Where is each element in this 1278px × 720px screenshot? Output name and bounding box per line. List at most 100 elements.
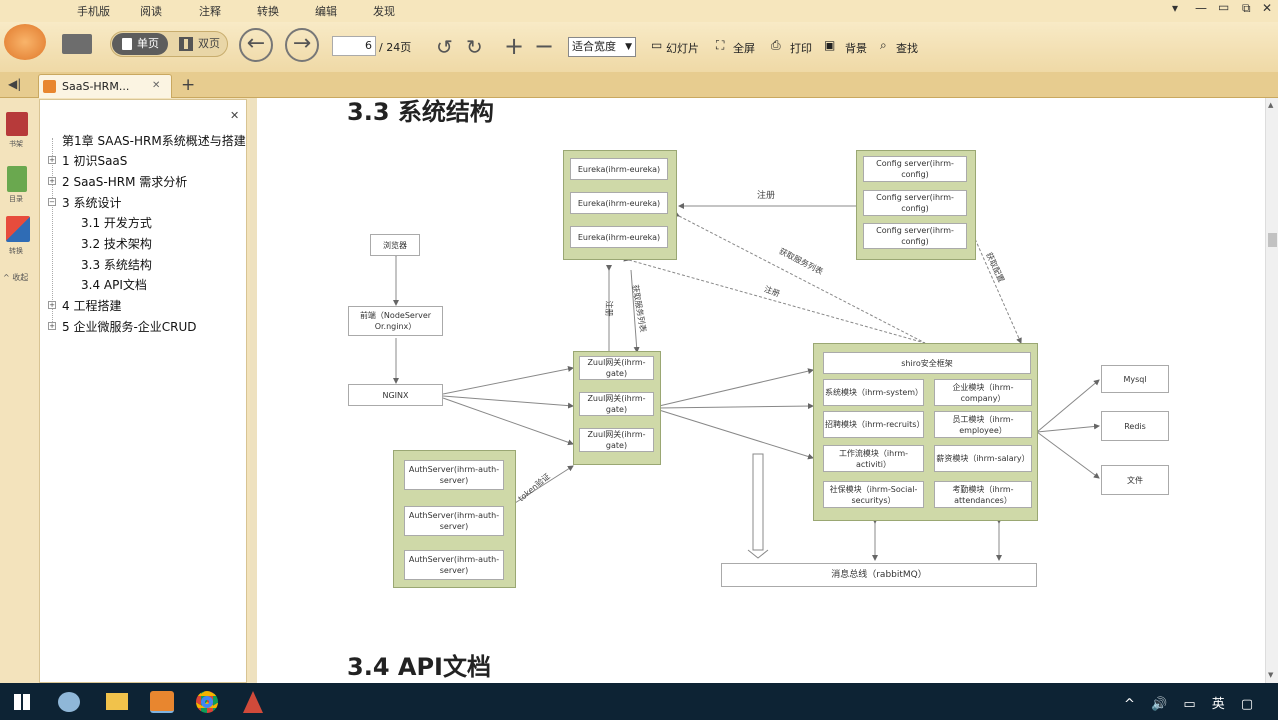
zuul-node: Zuul网关(ihrm-gate)	[579, 356, 654, 380]
open-folder-icon[interactable]	[62, 34, 92, 54]
single-page-button[interactable]: 单页	[112, 33, 168, 55]
fullscreen-icon[interactable]: ⛶	[716, 38, 725, 52]
tab-close-icon[interactable]: ✕	[152, 80, 161, 91]
toc-icon[interactable]	[7, 166, 27, 192]
background-button[interactable]: 背景	[845, 42, 867, 55]
app-logo-icon[interactable]	[4, 24, 46, 60]
windows-start-icon[interactable]	[14, 694, 30, 710]
toc-item-3-4[interactable]: 3.4 API文档	[81, 278, 147, 292]
toc-toggle-2[interactable]: +	[48, 177, 56, 185]
search-icon[interactable]: ⌕	[880, 38, 887, 52]
print-button[interactable]: 打印	[790, 42, 812, 55]
menu-mobile[interactable]: 手机版	[77, 5, 110, 18]
slideshow-button[interactable]: 幻灯片	[666, 42, 699, 55]
toc-item-4[interactable]: 4 工程搭建	[62, 299, 122, 313]
scroll-down-icon[interactable]: ▼	[1268, 671, 1274, 679]
menu-read[interactable]: 阅读	[140, 5, 162, 18]
window-menu-button[interactable]: ▾	[1172, 1, 1179, 15]
document-page[interactable]: 3.3 系统结构 3.4 API文档	[257, 98, 1265, 683]
fullscreen-button[interactable]: 全屏	[733, 42, 755, 55]
toc-item-3-2[interactable]: 3.2 技术架构	[81, 237, 152, 251]
close-window-button[interactable]: ✕	[1262, 1, 1273, 15]
edge-label-register: 注册	[757, 191, 776, 201]
toc-item-3-3[interactable]: 3.3 系统结构	[81, 258, 152, 272]
pdf-icon	[43, 80, 56, 93]
edge-label-register: 注册	[604, 300, 614, 317]
file-explorer-icon[interactable]	[106, 693, 128, 710]
toc-item-chapter1[interactable]: 第1章 SAAS-HRM系统概述与搭建	[62, 134, 246, 148]
system-tray[interactable]: ^ 🔊 ▭ 英 ▢	[1124, 697, 1260, 712]
rotate-left-icon[interactable]: ↺	[436, 35, 453, 59]
service-module: 系统模块（ihrm-system）	[823, 379, 924, 406]
service-module: 企业模块（ihrm-company）	[934, 379, 1032, 406]
task-view-icon[interactable]	[58, 692, 80, 712]
page-number-input[interactable]: 6	[332, 36, 376, 56]
zoom-select[interactable]: 适合宽度▼	[568, 37, 636, 57]
menu-discover[interactable]: 发现	[373, 5, 395, 18]
toc-label: 目录	[9, 195, 23, 203]
zoom-out-icon[interactable]: −	[534, 32, 555, 60]
service-module: 招聘模块（ihrm-recruits）	[823, 411, 924, 438]
maximize-button[interactable]: ▭	[1218, 0, 1230, 14]
scroll-up-icon[interactable]: ▲	[1268, 101, 1274, 109]
menu-edit[interactable]: 编辑	[315, 5, 337, 18]
back-arrow-icon[interactable]: ←	[239, 28, 273, 62]
redis-node: Redis	[1101, 411, 1169, 441]
scrollbar-thumb[interactable]	[1268, 233, 1277, 247]
minimize-button[interactable]: —	[1195, 1, 1207, 15]
toc-close-icon[interactable]: ✕	[230, 109, 240, 122]
single-page-label: 单页	[137, 37, 159, 50]
document-tab[interactable]: SaaS-HRM... ✕	[38, 74, 172, 98]
print-icon[interactable]: ⎙	[771, 38, 781, 52]
new-tab-button[interactable]: +	[181, 75, 196, 95]
chrome-icon[interactable]	[196, 691, 218, 713]
tab-title: SaaS-HRM...	[62, 80, 130, 93]
config-node: Config server(ihrm-config)	[863, 190, 967, 216]
collapse-sidebar-icon[interactable]: ◀|	[8, 77, 22, 91]
find-button[interactable]: 查找	[896, 42, 918, 55]
toc-toggle-3[interactable]: −	[48, 198, 56, 206]
shiro-framework: shiro安全框架	[823, 352, 1031, 374]
toc-item-1[interactable]: 1 初识SaaS	[62, 154, 128, 168]
pdf-reader-taskbar-icon[interactable]	[150, 691, 174, 713]
zuul-node: Zuul网关(ihrm-gate)	[579, 392, 654, 416]
convert-icon[interactable]	[6, 216, 30, 242]
chevron-down-icon: ▼	[625, 42, 632, 52]
toc-toggle-4[interactable]: +	[48, 301, 56, 309]
eureka-node: Eureka(ihrm-eureka)	[570, 158, 668, 180]
mysql-node: Mysql	[1101, 365, 1169, 393]
config-node: Config server(ihrm-config)	[863, 156, 967, 182]
toc-item-5[interactable]: 5 企业微服务-企业CRUD	[62, 320, 197, 334]
bookshelf-icon[interactable]	[6, 112, 28, 136]
page-total: / 24页	[379, 41, 412, 54]
double-page-button[interactable]: 双页	[176, 33, 226, 55]
menu-annotate[interactable]: 注释	[199, 5, 221, 18]
eureka-node: Eureka(ihrm-eureka)	[570, 226, 668, 248]
toolbar: 单页 双页 ← → 6 / 24页 ↺ ↻ + − 适合宽度▼ ▭ 幻灯片 ⛶ …	[0, 22, 1278, 72]
tab-bar: ◀|	[0, 72, 1278, 98]
background-icon[interactable]: ▣	[824, 38, 836, 52]
message-bus: 消息总线（rabbitMQ）	[721, 563, 1037, 587]
vertical-scrollbar[interactable]: ▲ ▼	[1265, 98, 1278, 683]
nginx-node: NGINX	[348, 384, 443, 406]
rotate-right-icon[interactable]: ↻	[466, 35, 483, 59]
double-page-label: 双页	[198, 37, 220, 50]
restore-button[interactable]: ⧉	[1242, 1, 1251, 15]
toc-toggle-5[interactable]: +	[48, 322, 56, 330]
collapse-rail-label[interactable]: ^ 收起	[3, 273, 29, 282]
java-app-icon[interactable]	[243, 691, 263, 713]
forward-arrow-icon[interactable]: →	[285, 28, 319, 62]
section-heading-3-4: 3.4 API文档	[347, 653, 491, 681]
service-module: 社保模块（ihrm-Social-securitys）	[823, 481, 924, 508]
double-page-icon	[179, 37, 193, 51]
toc-item-3-1[interactable]: 3.1 开发方式	[81, 216, 152, 230]
menu-convert[interactable]: 转换	[257, 5, 279, 18]
service-module: 员工模块（ihrm-employee）	[934, 411, 1032, 438]
left-rail: 书架 目录 转换 ^ 收起	[0, 98, 36, 683]
slideshow-icon[interactable]: ▭	[651, 38, 663, 52]
toc-toggle-1[interactable]: +	[48, 156, 56, 164]
toc-item-3[interactable]: 3 系统设计	[62, 196, 122, 210]
toc-item-2[interactable]: 2 SaaS-HRM 需求分析	[62, 175, 188, 189]
bookshelf-label: 书架	[9, 140, 23, 148]
zoom-in-icon[interactable]: +	[504, 32, 525, 60]
